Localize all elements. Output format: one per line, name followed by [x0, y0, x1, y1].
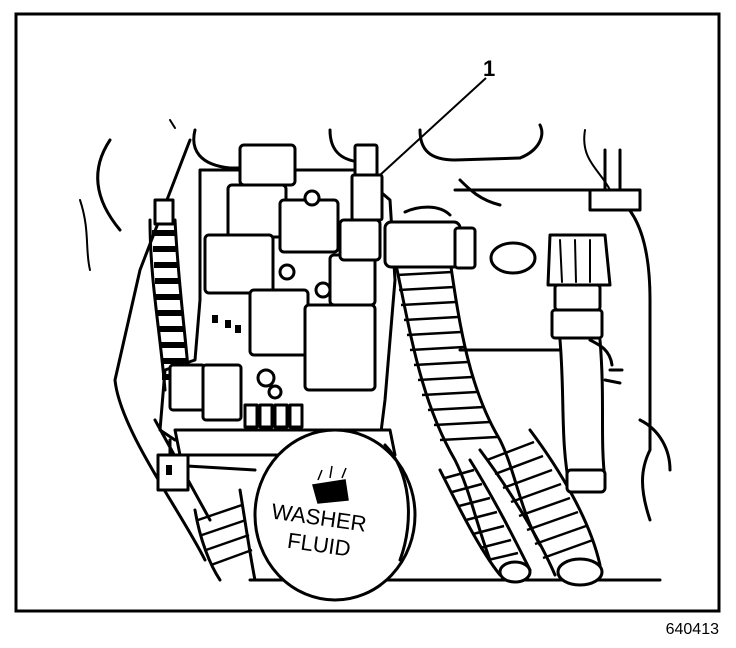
stud-nuts	[256, 189, 332, 400]
relays	[168, 143, 384, 422]
washer-fluid-cap: WASHER FLUID	[253, 428, 417, 602]
figure-id: 640413	[666, 621, 719, 638]
callout-number: 1	[483, 56, 495, 81]
mini-fuses	[243, 403, 304, 429]
windshield-washer-icon	[312, 465, 349, 504]
corrugated-hoses	[193, 205, 604, 587]
relay-center	[156, 143, 397, 492]
right-hose-fitting	[546, 148, 642, 494]
callout-1: 1	[379, 56, 495, 176]
